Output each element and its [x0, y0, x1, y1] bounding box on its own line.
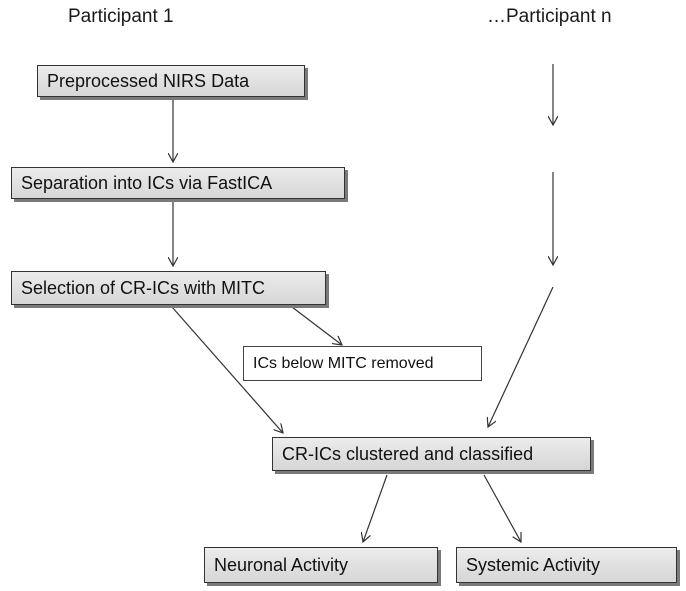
arrow-selection-to-removed	[291, 306, 342, 345]
separation-fastica-box: Separation into ICs via FastICA	[11, 167, 345, 199]
ics-removed-box: ICs below MITC removed	[243, 346, 482, 381]
participant-n-header: …Participant n	[487, 6, 612, 27]
arrow-clustered-to-neuronal	[363, 474, 388, 542]
systemic-activity-box: Systemic Activity	[456, 547, 677, 583]
cr-ics-clustered-box: CR-ICs clustered and classified	[272, 437, 591, 471]
participant-1-header: Participant 1	[68, 6, 174, 27]
arrow-selection-to-clustered	[171, 306, 283, 433]
selection-cr-ics-box: Selection of CR-ICs with MITC	[11, 271, 326, 305]
neuronal-activity-box: Neuronal Activity	[204, 547, 438, 583]
preprocessed-nirs-data-box: Preprocessed NIRS Data	[37, 65, 305, 97]
arrow-participant-n-to-clustered	[488, 286, 554, 427]
arrow-clustered-to-systemic	[483, 474, 521, 542]
